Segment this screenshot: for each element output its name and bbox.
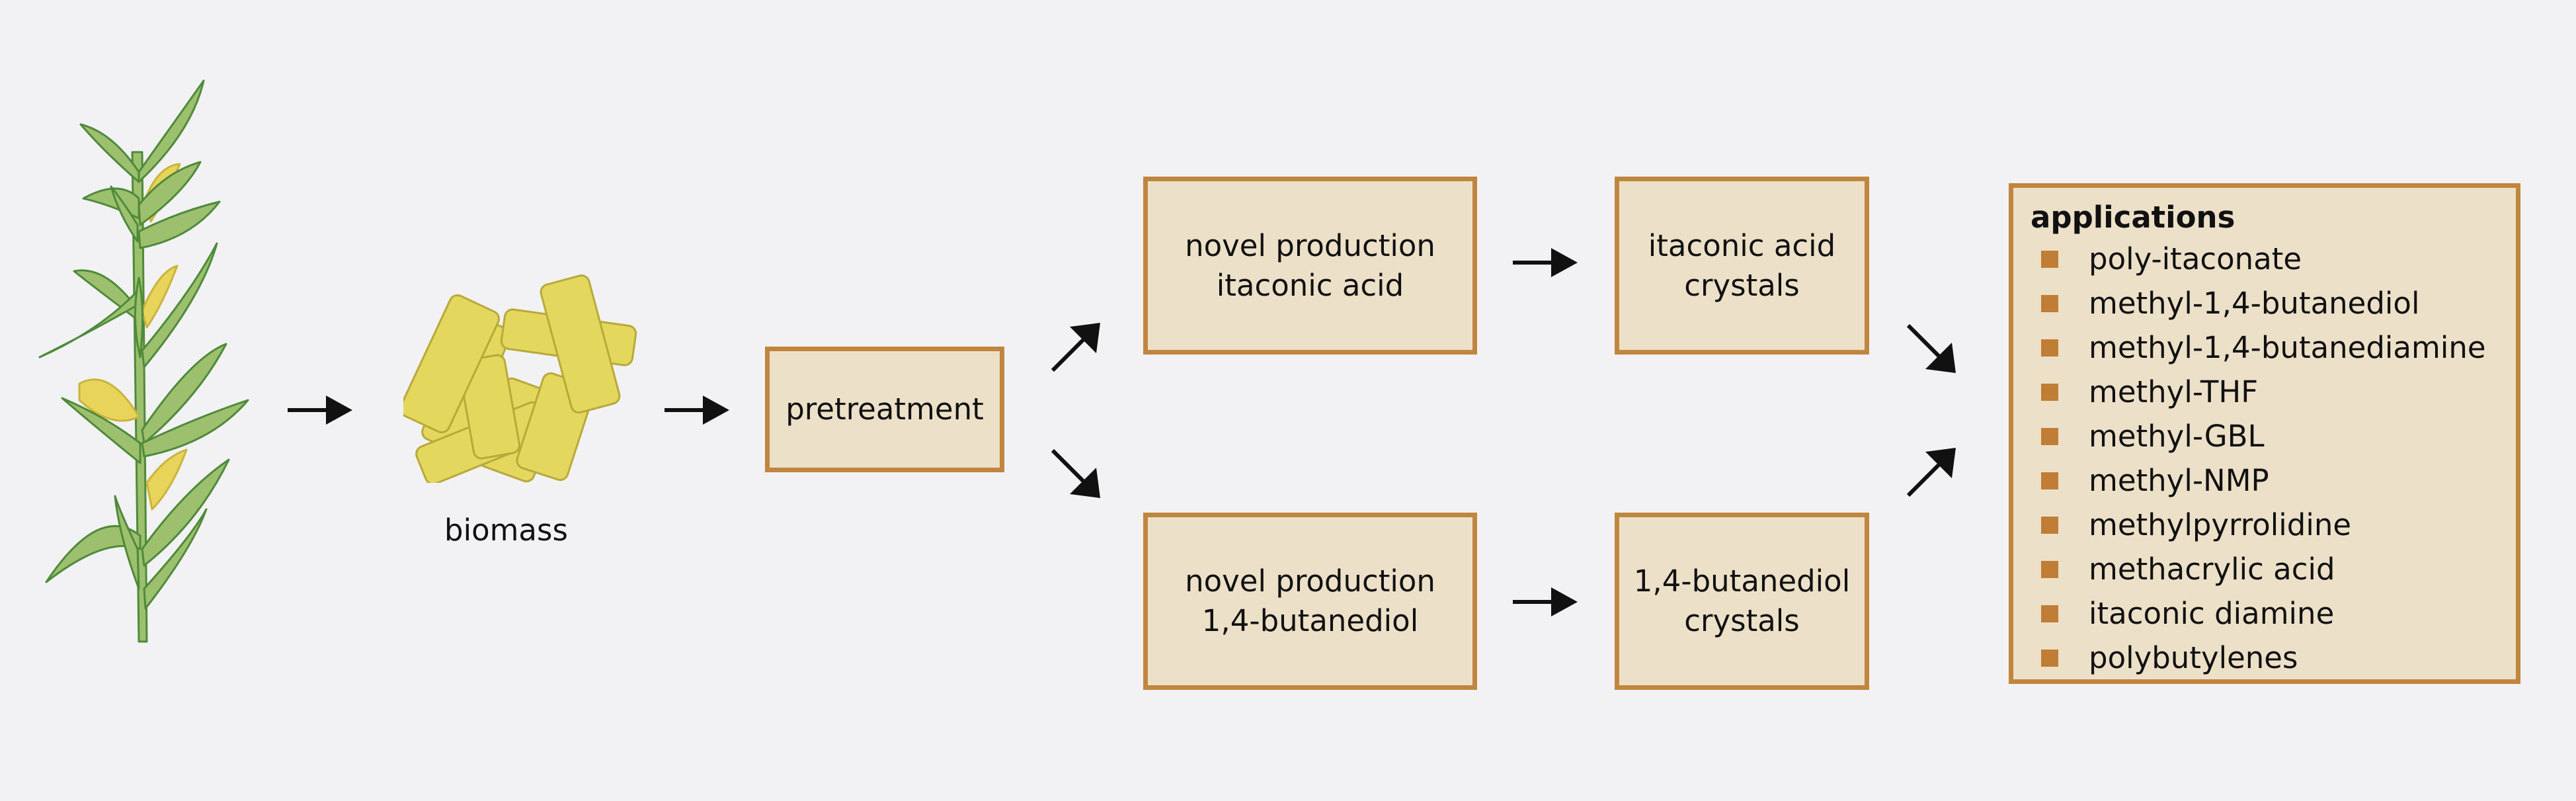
bullet-square-icon: [2041, 427, 2058, 445]
list-item: methyl-1,4-butanediol: [2031, 281, 2516, 325]
biomass-pile-icon: [403, 274, 637, 483]
pretreatment-box: pretreatment: [765, 347, 1004, 472]
bullet-square-icon: [2041, 383, 2058, 401]
novel-itaconic-line2: itaconic acid: [1216, 267, 1404, 303]
itaconic-acid-crystals-box: itaconic acid crystals: [1615, 177, 1869, 355]
applications-box: applications poly-itaconate methyl-1,4-b…: [2009, 183, 2520, 684]
novel-butanediol-line2: 1,4-butanediol: [1201, 603, 1419, 638]
bullet-square-icon: [2041, 560, 2058, 578]
list-item: methyl-GBL: [2031, 414, 2516, 458]
list-item: methylpyrrolidine: [2031, 503, 2516, 547]
list-item: methyl-1,4-butanediamine: [2031, 325, 2516, 370]
list-item: methyl-NMP: [2031, 458, 2516, 503]
biomass-label: biomass: [444, 513, 568, 548]
novel-butanediol-line1: novel production: [1185, 564, 1435, 599]
arrow-icon: [1513, 248, 1578, 277]
novel-production-itaconic-box: novel production itaconic acid: [1143, 177, 1477, 355]
list-item: methyl-THF: [2031, 370, 2516, 414]
itaconic-crystals-line2: crystals: [1684, 267, 1800, 303]
arrow-icon: [1051, 323, 1100, 372]
novel-itaconic-line1: novel production: [1185, 228, 1435, 263]
arrow-icon: [1051, 448, 1100, 498]
plant-icon: [38, 79, 249, 643]
applications-list: poly-itaconate methyl-1,4-butanediol met…: [2031, 237, 2516, 680]
arrow-icon: [1906, 448, 1956, 497]
list-item: methacrylic acid: [2031, 547, 2516, 591]
itaconic-crystals-line1: itaconic acid: [1648, 228, 1836, 263]
arrow-icon: [1513, 587, 1578, 616]
applications-title: applications: [2031, 200, 2235, 235]
arrow-icon: [288, 396, 352, 425]
bullet-square-icon: [2041, 649, 2058, 667]
pretreatment-label: pretreatment: [785, 392, 984, 427]
butanediol-crystals-line2: crystals: [1684, 603, 1800, 638]
bullet-square-icon: [2041, 294, 2058, 312]
bullet-square-icon: [2041, 472, 2058, 489]
list-item: poly-itaconate: [2031, 237, 2516, 281]
butanediol-crystals-line1: 1,4-butanediol: [1633, 564, 1851, 599]
list-item: polybutylenes: [2031, 636, 2516, 680]
list-item: itaconic diamine: [2031, 591, 2516, 636]
novel-production-butanediol-box: novel production 1,4-butanediol: [1143, 513, 1477, 690]
bullet-square-icon: [2041, 339, 2058, 357]
butanediol-crystals-box: 1,4-butanediol crystals: [1615, 513, 1869, 690]
arrow-icon: [664, 396, 729, 425]
bullet-square-icon: [2041, 605, 2058, 622]
bullet-square-icon: [2041, 250, 2058, 268]
arrow-icon: [1906, 323, 1956, 373]
bullet-square-icon: [2041, 516, 2058, 534]
